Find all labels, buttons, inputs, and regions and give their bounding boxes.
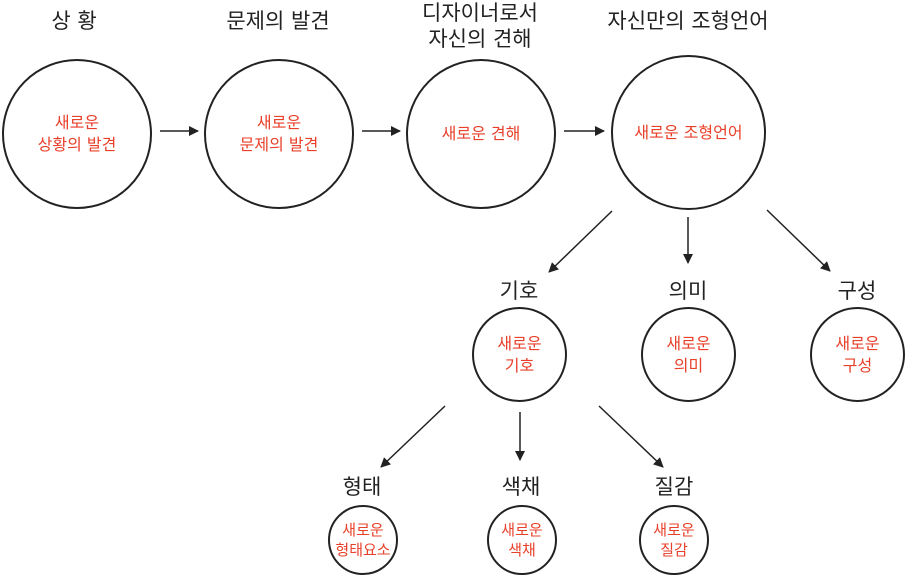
node-title-line: 질감 (654, 475, 694, 499)
arrow-language-to-composition (766, 209, 831, 272)
node-text-line: 새로운 (54, 113, 100, 132)
node-text-line: 새로운 (653, 521, 695, 539)
node-text-line: 새로운 (342, 521, 384, 539)
node-text-line: 의미 (673, 355, 704, 375)
node-text-line: 문제의 발견 (239, 135, 319, 154)
node-title-form: 형태 (343, 474, 382, 500)
node-text-line: 새로운 (256, 113, 302, 132)
node-title-line: 기호 (499, 279, 539, 303)
node-text-line: 새로운 견해 (441, 124, 521, 143)
node-title-line: 형태 (342, 475, 382, 499)
node-title-line: 의미 (668, 279, 708, 303)
arrow-language-to-symbol (548, 210, 613, 273)
node-circle-language: 새로운 조형언어 (611, 55, 766, 210)
node-text-line: 색채 (508, 541, 536, 559)
node-title-composition: 구성 (838, 278, 877, 304)
node-title-line: 자신의 견해 (428, 27, 532, 51)
node-title-meaning: 의미 (669, 278, 708, 304)
node-text-line: 상황의 발견 (37, 135, 117, 154)
node-title-texture: 질감 (655, 474, 694, 500)
node-text-view: 새로운 견해 (442, 123, 521, 145)
node-title-symbol: 기호 (500, 278, 539, 304)
node-text-line: 구성 (842, 355, 873, 375)
node-circle-view: 새로운 견해 (406, 59, 556, 209)
node-text-line: 형태요소 (335, 541, 391, 559)
node-text-language: 새로운 조형언어 (634, 122, 742, 144)
node-title-situation: 상 황 (51, 8, 96, 34)
arrow-symbol-to-form (380, 405, 446, 468)
node-text-line: 새로운 (497, 333, 542, 353)
node-text-line: 새로운 조형언어 (634, 122, 743, 142)
node-text-line: 새로운 (501, 521, 543, 539)
node-title-line: 문제의 발견 (226, 9, 330, 33)
node-title-problem: 문제의 발견 (226, 8, 329, 34)
node-text-line: 새로운 (835, 333, 880, 353)
node-title-line: 구성 (837, 279, 877, 303)
node-text-line: 기호 (504, 355, 535, 375)
node-title-line: 자신만의 조형언어 (607, 9, 769, 33)
node-text-line: 질감 (660, 541, 688, 559)
node-title-language: 자신만의 조형언어 (607, 8, 768, 34)
node-text-line: 새로운 (666, 333, 711, 353)
node-title-color: 색채 (502, 474, 541, 500)
node-title-line: 색채 (501, 475, 541, 499)
node-title-line: 디자이너로서 (422, 1, 538, 25)
node-title-line: 상 황 (51, 9, 97, 33)
arrow-symbol-to-texture (598, 405, 664, 468)
